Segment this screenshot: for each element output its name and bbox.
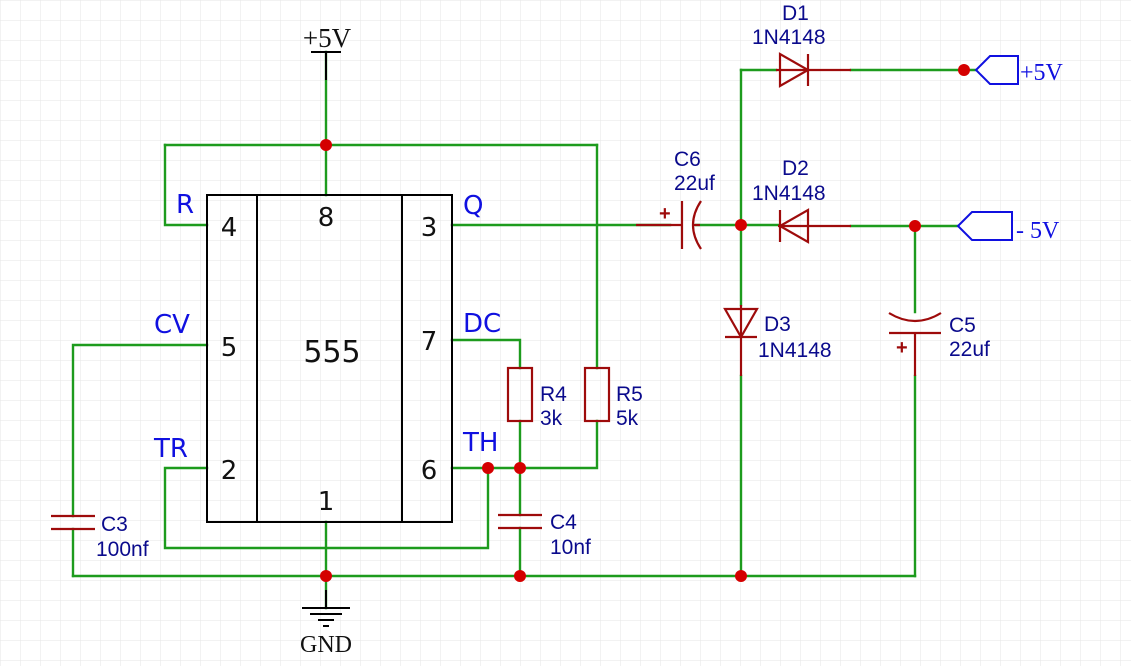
junction-pump-node [735,219,747,231]
gnd-label: GND [300,632,352,658]
d2-ref: D2 [782,157,809,180]
wires [71,50,978,610]
pin-6-label: TH [462,428,498,458]
junction-r4-c4 [514,462,526,474]
capacitor-c5: + C5 22uf [888,312,990,376]
r4-ref: R4 [540,383,567,406]
pin-3-number: 3 [421,213,438,243]
d2-triangle [777,208,810,244]
junction-vcc [320,139,332,151]
vcc-label: +5V [303,23,352,53]
pin-7-label: DC [463,309,501,339]
pin-5-label: CV [154,310,190,340]
port-negative: - 5V [956,211,1060,244]
capacitor-c3: C3 100nf [51,513,149,561]
junction-d1-out [958,64,970,76]
c4-ref: C4 [550,511,577,534]
c6-ref: C6 [674,148,701,171]
d2-value: 1N4148 [752,182,826,205]
resistor-r5: R5 5k [583,366,643,430]
pin-1-number: 1 [318,487,335,517]
pin-3-label: Q [463,191,483,221]
d1-ref: D1 [782,2,809,25]
pin-4-number: 4 [221,213,238,243]
c3-ref: C3 [101,513,128,536]
r5-value: 5k [616,407,639,430]
wire-control [71,343,209,518]
c5-curved-plate [888,312,942,323]
d3-ref: D3 [764,313,791,336]
capacitor-c4: C4 10nf [498,511,591,559]
diode-d1: D1 1N4148 [752,2,851,88]
ground-symbol: GND [300,590,352,658]
port-neg-shape [956,211,1013,241]
port-pos-label: +5V [1020,60,1064,86]
wire-r5-bottom [518,419,599,470]
c5-polarity: + [896,337,908,359]
junction-gnd [320,570,332,582]
diode-d3: D3 1N4148 [723,305,832,376]
d3-triangle [723,307,759,340]
r5-ref: R5 [616,383,643,406]
pin-2-number: 2 [221,456,238,486]
c5-value: 22uf [949,338,990,361]
pin-6-number: 6 [421,456,438,486]
pin-8-number: 8 [318,203,335,233]
d1-value: 1N4148 [752,26,826,49]
ic-name: 555 [303,335,360,370]
c6-value: 22uf [674,172,715,195]
junction-threshold [482,462,494,474]
c5-ref: C5 [949,314,976,337]
port-pos-shape [974,55,1019,85]
resistor-r4: R4 3k [506,366,567,430]
wire-trigger [163,466,490,550]
wire-discharge [450,338,522,370]
junction-d3-gnd [735,570,747,582]
d1-triangle [778,52,811,88]
r4-body [506,366,534,423]
pin-4-label: R [176,190,194,220]
pin-2-label: TR [153,434,188,464]
junction-c4-gnd [514,570,526,582]
junction-neg-out [909,220,921,232]
c6-polarity: + [659,203,671,225]
pin-7-number: 7 [421,327,438,357]
port-neg-label: - 5V [1016,218,1060,244]
diode-d2: D2 1N4148 [752,157,851,244]
port-positive: +5V [974,55,1064,86]
wire-reset [163,143,209,227]
c4-value: 10nf [550,536,591,559]
r4-value: 3k [540,407,563,430]
vcc-symbol: +5V [303,23,352,80]
c3-value: 100nf [96,538,149,561]
ic-555: 555 4 8 3 5 7 2 6 1 R Q CV DC TR TH [153,190,501,523]
junctions [320,64,970,582]
ic-outline [206,194,453,523]
d3-value: 1N4148 [758,339,832,362]
capacitor-c6: + C6 22uf [636,148,715,250]
r5-body [583,366,611,423]
pin-5-number: 5 [221,333,238,363]
